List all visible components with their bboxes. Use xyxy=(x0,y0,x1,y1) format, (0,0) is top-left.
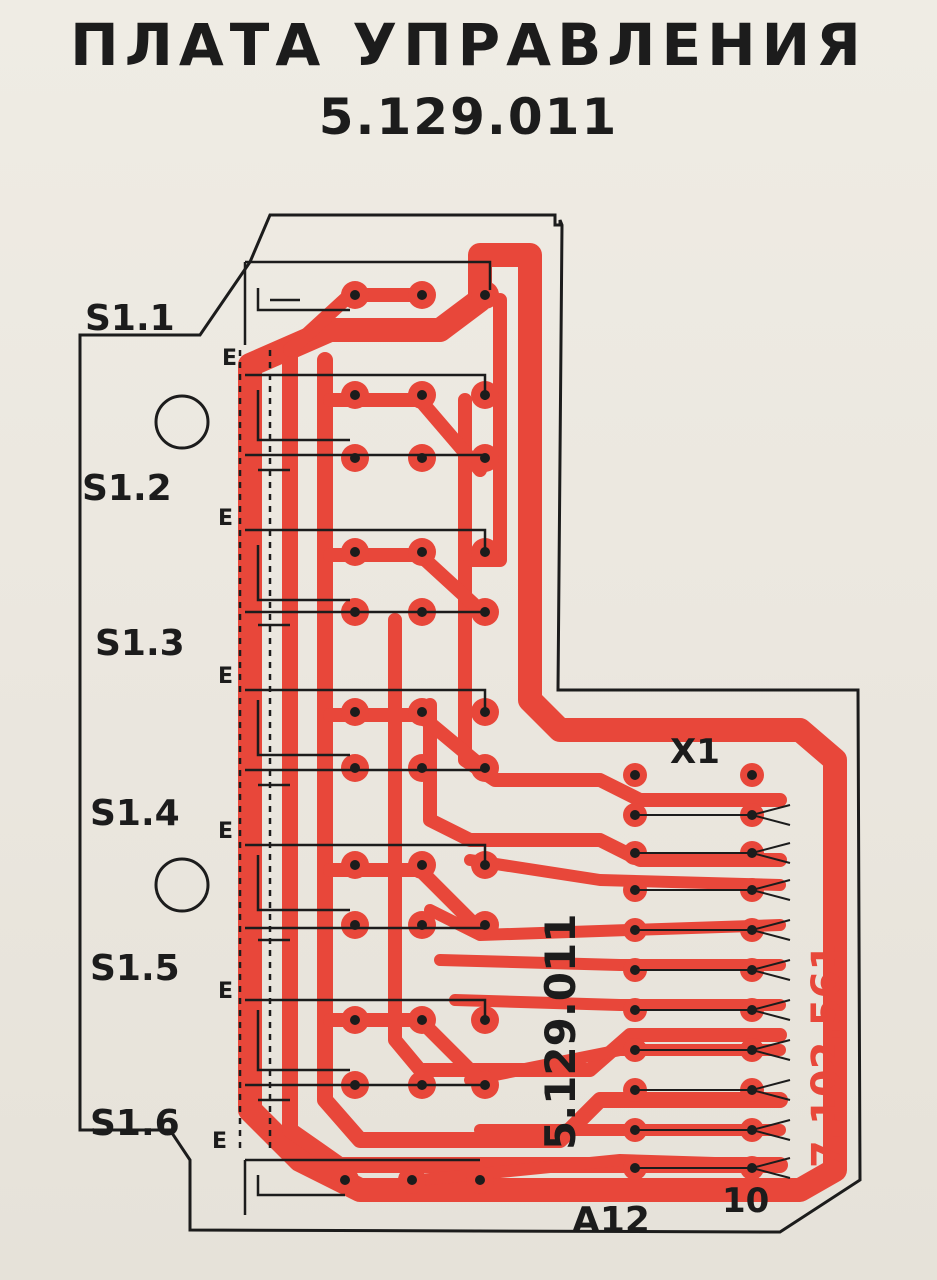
board-code-vertical: 5.129.011 xyxy=(536,914,585,1150)
mounting-hole-bottom xyxy=(154,857,210,913)
ground-mark: E xyxy=(212,1129,227,1154)
ground-mark: E xyxy=(222,346,237,371)
connector-wires xyxy=(635,814,752,1169)
ground-mark: E xyxy=(218,664,233,689)
switch-label-s13: S1.3 xyxy=(95,623,185,664)
switch-frame-s13 xyxy=(245,528,487,627)
switch-frame-s14 xyxy=(245,688,487,787)
trace-vertical-5 xyxy=(458,393,787,807)
switch-label-s16: S1.6 xyxy=(90,1103,180,1144)
switch-label-s12: S1.2 xyxy=(82,468,172,509)
ground-mark: E xyxy=(218,979,233,1004)
ground-mark: E xyxy=(218,819,233,844)
page-title: ПЛАТА УПРАВЛЕНИЯ xyxy=(70,11,867,79)
connector-label: X1 xyxy=(670,732,720,772)
switch-frame-s15 xyxy=(245,843,487,942)
mounting-hole-top xyxy=(154,394,210,450)
pin-number-label: 10 xyxy=(722,1181,769,1221)
trace-vertical-6 xyxy=(463,293,507,567)
trace-h-4 xyxy=(449,994,786,1011)
switch-label-s14: S1.4 xyxy=(90,793,180,834)
switch-label-s11: S1.1 xyxy=(85,298,175,339)
switch-frame-s12 xyxy=(245,373,487,472)
connector-forks xyxy=(751,804,791,1179)
pad-dots xyxy=(340,290,757,1185)
trace-h-3 xyxy=(434,954,786,971)
ground-mark: E xyxy=(218,506,233,531)
switch-frame-s11 xyxy=(243,260,492,345)
board-designator: A12 xyxy=(572,1200,650,1241)
trace-h-1 xyxy=(464,854,786,891)
board-code-heading: 5.129.011 xyxy=(318,88,619,146)
ground-dashes xyxy=(238,350,272,1150)
switch-label-s15: S1.5 xyxy=(90,948,180,989)
switch-frame-bottom xyxy=(243,1158,480,1215)
component-ink xyxy=(238,260,791,1215)
switch-frame-s16 xyxy=(245,998,487,1102)
part-number-vertical: 7.102.561 xyxy=(804,943,850,1168)
board-outline xyxy=(78,213,862,1234)
trace-vertical-4 xyxy=(423,698,787,867)
